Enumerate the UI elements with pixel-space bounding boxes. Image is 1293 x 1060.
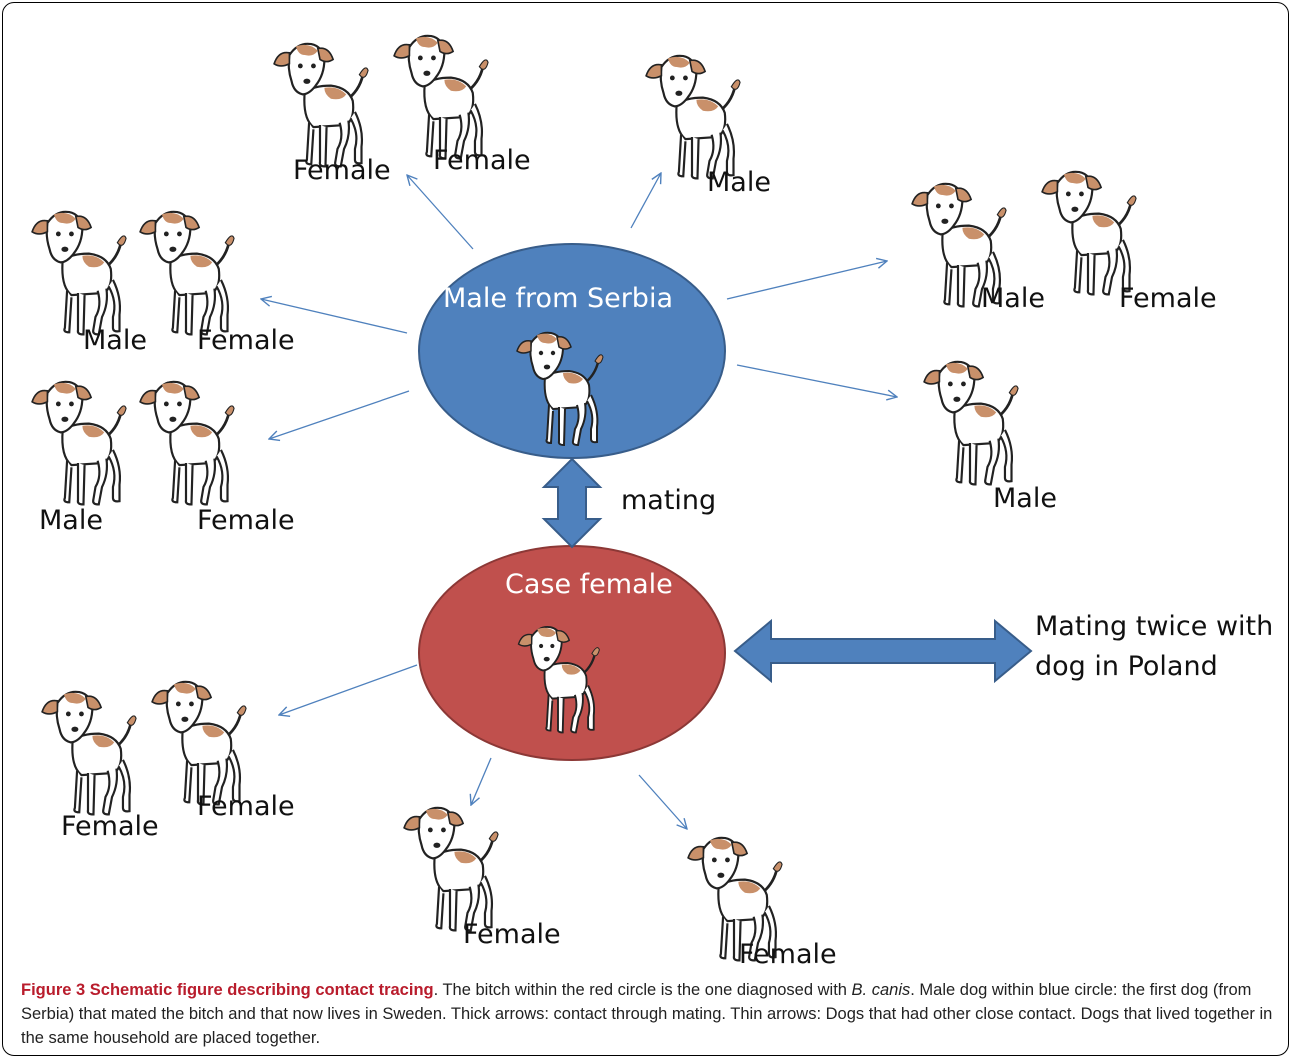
- dog-icon: [392, 34, 490, 160]
- label-top-mid: Male: [707, 167, 771, 198]
- label-poland-line-2: dog in Poland: [1035, 651, 1218, 682]
- label-left-upper-1: Male: [83, 325, 147, 356]
- caption-text-2: . Male dog within blue circle: the first…: [21, 981, 1273, 1047]
- mating-arrow: [541, 457, 603, 549]
- caption-organism: B. canis: [851, 981, 911, 999]
- label-bottom-left-2: Female: [197, 791, 295, 822]
- label-top-left-2: Female: [433, 145, 531, 176]
- label-bottom-right: Female: [739, 939, 837, 970]
- dog-icon: [138, 210, 236, 336]
- dog-icon: [30, 210, 128, 336]
- label-bottom-mid: Female: [463, 919, 561, 950]
- arrow-to-bottom-right: [638, 774, 687, 829]
- dog-icon: [922, 360, 1020, 486]
- arrow-to-right-male: [736, 364, 897, 397]
- arrow-to-bottom-left-pair: [279, 664, 418, 715]
- dog-icon: [402, 806, 500, 932]
- label-top-right-1: Male: [981, 283, 1045, 314]
- arrow-to-top-right-pair: [726, 261, 887, 300]
- arrow-to-top-left-pair: [407, 175, 474, 250]
- label-top-right-2: Female: [1119, 283, 1217, 314]
- label-left-lower-1: Male: [39, 505, 103, 536]
- label-left-upper-2: Female: [197, 325, 295, 356]
- label-top-left-1: Female: [293, 155, 391, 186]
- dog-icon: [1040, 170, 1138, 296]
- blue-circle: [418, 243, 726, 459]
- dog-icon: [644, 54, 742, 180]
- arrow-to-top-male: [630, 173, 661, 229]
- label-red-circle: Case female: [505, 569, 673, 600]
- label-blue-circle: Male from Serbia: [443, 283, 673, 314]
- caption-text-1: . The bitch within the red circle is the…: [433, 981, 852, 999]
- dog-icon: [272, 42, 370, 168]
- label-bottom-left-1: Female: [61, 811, 159, 842]
- arrow-to-bottom-mid: [471, 757, 492, 805]
- contact-tracing-diagram: Female Female Male Male Female Male Fema…: [30, 34, 1273, 970]
- dog-icon: [150, 680, 248, 806]
- figure-caption: Figure 3 Schematic figure describing con…: [21, 978, 1283, 1050]
- label-poland-line-1: Mating twice with: [1035, 611, 1273, 642]
- label-right-single: Male: [993, 483, 1057, 514]
- arrow-to-left-upper-pair: [261, 299, 408, 334]
- label-mating: mating: [621, 485, 716, 516]
- arrow-to-left-lower-pair: [269, 390, 410, 439]
- poland-mating-arrow: [733, 618, 1033, 684]
- dog-icon: [40, 690, 138, 816]
- dog-icon: [138, 380, 236, 506]
- caption-title: Figure 3 Schematic figure describing con…: [21, 981, 434, 999]
- label-left-lower-2: Female: [197, 505, 295, 536]
- dog-icon: [30, 380, 128, 506]
